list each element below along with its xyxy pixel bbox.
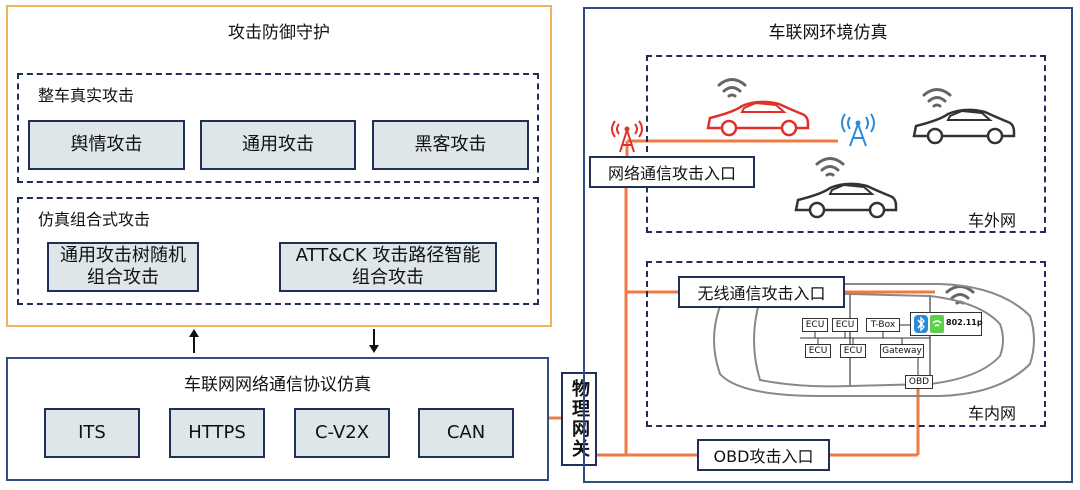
obd-attack-entry: OBD攻击入口 — [697, 439, 830, 471]
environment-panel — [583, 7, 1073, 483]
protocol-box-cv2x: C-V2X — [294, 408, 390, 458]
external-network-label: 车外网 — [968, 211, 1017, 230]
external-network-group — [646, 55, 1046, 233]
wifi-standard-label: 802.11p — [946, 318, 983, 327]
real-attack-title: 整车真实攻击 — [38, 86, 135, 105]
attack-box-general: 通用攻击 — [200, 120, 356, 170]
attack-box-tree-random: 通用攻击树随机组合攻击 — [47, 242, 199, 292]
internal-network-group — [646, 261, 1046, 427]
module-gateway: Gateway — [880, 344, 924, 358]
module-ecu: ECU — [802, 318, 828, 332]
network-attack-entry: 网络通信攻击入口 — [589, 156, 755, 188]
wifi-chip-icon — [930, 315, 944, 333]
module-tbox: T-Box — [866, 318, 900, 332]
defense-title: 攻击防御守护 — [228, 23, 330, 43]
protocol-panel — [6, 357, 549, 481]
arrow-up-icon — [189, 329, 199, 353]
car-icon — [912, 108, 1016, 145]
wifi-icon — [717, 78, 747, 98]
sim-attack-title: 仿真组合式攻击 — [38, 210, 151, 229]
attack-box-public-opinion: 舆情攻击 — [28, 120, 185, 170]
module-ecu: ECU — [805, 344, 831, 358]
protocol-box-https: HTTPS — [169, 408, 265, 458]
sim-attack-group — [17, 197, 539, 305]
module-ecu: ECU — [840, 344, 866, 358]
real-attack-group — [17, 73, 539, 183]
arrow-down-icon — [369, 329, 379, 353]
protocol-box-its: ITS — [44, 408, 140, 458]
protocol-box-can: CAN — [418, 408, 514, 458]
module-ecu: ECU — [832, 318, 858, 332]
environment-title: 车联网环境仿真 — [768, 23, 888, 43]
wifi-icon — [815, 157, 845, 177]
attack-box-attck-smart-label: ATT&CK 攻击路径智能组合攻击 — [295, 245, 481, 288]
car-icon — [794, 182, 898, 219]
attack-box-attck-smart: ATT&CK 攻击路径智能组合攻击 — [279, 242, 497, 292]
antenna-icon — [841, 113, 875, 147]
internal-network-label: 车内网 — [968, 404, 1017, 423]
protocol-title: 车联网网络通信协议仿真 — [184, 375, 371, 395]
attack-box-hacker: 黑客攻击 — [372, 120, 529, 170]
module-obd: OBD — [905, 375, 933, 389]
wireless-attack-entry: 无线通信攻击入口 — [678, 276, 845, 308]
cell-tower-icon — [611, 120, 643, 153]
car-icon — [706, 100, 810, 137]
attack-box-tree-random-label: 通用攻击树随机组合攻击 — [60, 245, 186, 288]
wifi-icon — [922, 88, 952, 108]
defense-panel — [6, 5, 552, 327]
bluetooth-icon — [914, 315, 928, 333]
